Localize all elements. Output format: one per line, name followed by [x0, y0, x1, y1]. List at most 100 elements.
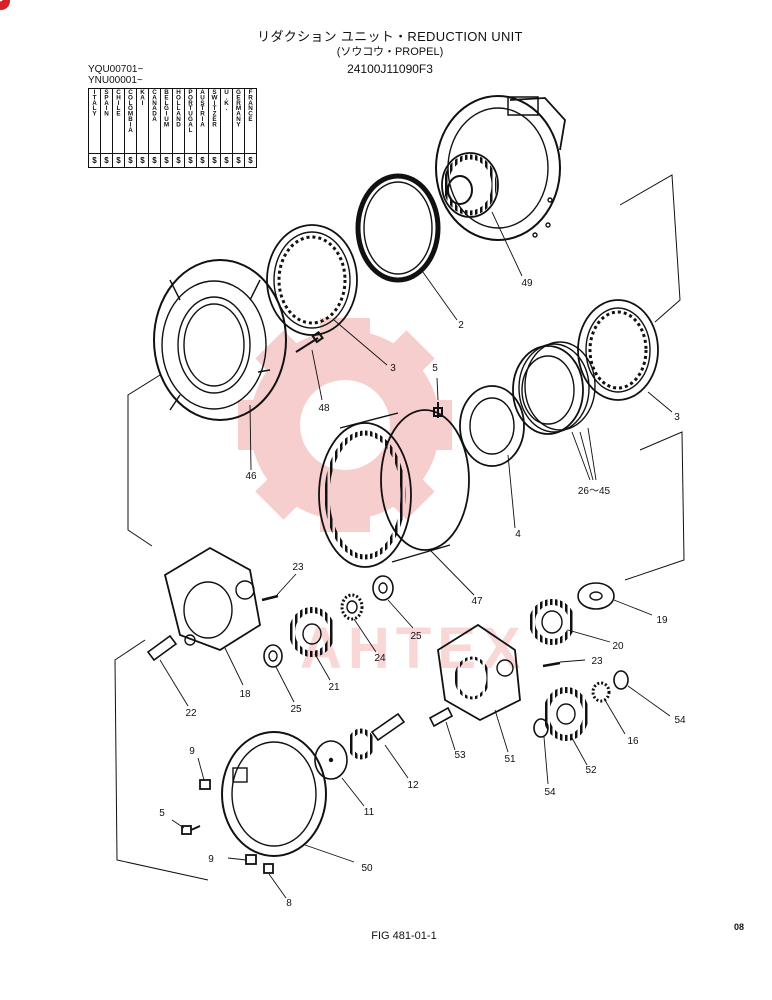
assembly-part-number: 24100J11090F3 [347, 62, 433, 76]
part-8-plug [263, 863, 274, 874]
part-4-thrust-plate [459, 385, 525, 467]
part-16-needle-bearing [591, 681, 611, 703]
callout-22: 22 [185, 708, 197, 719]
callout-47: 47 [471, 596, 483, 607]
badge-icon: ● [0, 0, 3, 4]
callout-46: 46 [245, 471, 257, 482]
part-11-thrust-plate [314, 740, 348, 780]
part-47-ring-gear [318, 409, 470, 568]
callout-23-right: 23 [591, 656, 603, 667]
callout-2: 2 [458, 320, 464, 331]
callout-11: 11 [364, 807, 375, 818]
country-name: GERMANY [235, 89, 242, 127]
callout-8: 8 [286, 898, 292, 909]
callout-20: 20 [612, 641, 624, 652]
country-name: AUSTRIA [199, 89, 206, 127]
country-name-row: ITALY SPAIN CHILE COLOMBIA KAI CANADA BE… [88, 88, 257, 154]
watermark-text: AHTEX [300, 616, 527, 681]
part-54-washer-upper [613, 670, 629, 690]
callout-23-left: 23 [292, 562, 304, 573]
callout-4: 4 [515, 529, 521, 540]
callout-26-45: 26～45 [578, 486, 611, 497]
callout-3-right: 3 [674, 412, 680, 423]
diagram-title: リダクション ユニット・REDUCTION UNIT [257, 29, 523, 44]
callout-48: 48 [318, 403, 330, 414]
callout-25-lower: 25 [290, 704, 302, 715]
part-25-washer-lower [263, 644, 283, 668]
country-name: FRANCE [247, 89, 254, 122]
callout-54-upper: 54 [674, 715, 686, 726]
country-applicability-table: ITALY SPAIN CHILE COLOMBIA KAI CANADA BE… [88, 88, 257, 168]
callout-12: 12 [407, 780, 419, 791]
callout-5-lower: 5 [159, 808, 165, 819]
part-20-planet-gear [529, 599, 575, 645]
part-54-washer-lower [533, 718, 549, 738]
country-mark: $ [124, 153, 137, 168]
part-21-planet-gear [289, 607, 335, 657]
callout-52: 52 [585, 765, 597, 776]
callout-54-lower: 54 [544, 787, 556, 798]
country-mark-row: $ $ $ $ $ $ $ $ $ $ $ $ $ $ [88, 153, 257, 168]
callout-19: 19 [656, 615, 668, 626]
country-mark: $ [244, 153, 257, 168]
part-3-bearing-left [266, 224, 358, 336]
part-12-sun-gear-shaft [347, 712, 406, 760]
country-name: SWITZER [211, 89, 218, 127]
callout-24: 24 [374, 653, 386, 664]
serial-range-2: YNU00001~ [88, 75, 143, 86]
corner-badge: ● [0, 0, 10, 10]
part-51-carrier [437, 623, 521, 722]
callout-16: 16 [627, 736, 639, 747]
country-mark: $ [184, 153, 197, 168]
country-name: BELGIUM [163, 89, 170, 127]
page-code: 08 [734, 922, 745, 932]
callout-3-left: 3 [390, 363, 396, 374]
part-9-plug-lower [245, 854, 257, 865]
country-name: KAI [139, 89, 146, 106]
part-22-pin [146, 634, 178, 662]
callout-9-upper: 9 [189, 746, 195, 757]
part-23-pin-right [542, 661, 561, 668]
country-name: CHILE [115, 89, 122, 117]
part-26-45-shim-set [512, 341, 596, 435]
part-53-planet-pin [428, 706, 454, 728]
part-2-floating-seal [355, 173, 441, 283]
part-9-plug-upper [199, 779, 211, 790]
country-name: HOLLAND [175, 89, 182, 127]
country-name: ITALY [91, 89, 98, 117]
part-52-planet-gear [543, 687, 589, 741]
leader-lines [159, 211, 673, 899]
callout-53: 53 [454, 750, 466, 761]
callout-25-upper: 25 [410, 631, 422, 642]
callout-18: 18 [239, 689, 251, 700]
part-24-needle-bearing [340, 593, 364, 621]
callout-5-upper: 5 [432, 363, 438, 374]
part-5-screw-lower [181, 825, 201, 835]
part-48-bolt [295, 330, 324, 353]
assembly-guide-lines [114, 174, 685, 881]
part-50-cover [221, 731, 327, 857]
callout-49: 49 [521, 278, 533, 289]
diagram-subtitle: (ソウコウ・PROPEL) [336, 46, 444, 58]
callout-21: 21 [328, 682, 340, 693]
country-name: COLOMBIA [127, 89, 134, 133]
part-23-pin-left [261, 594, 279, 602]
part-19-thrust-washer [577, 582, 615, 610]
watermark-gear-icon [238, 318, 452, 532]
part-25-washer-upper [372, 575, 394, 601]
callout-9-lower: 9 [208, 854, 214, 865]
country-name: CANADA [151, 89, 158, 122]
part-18-carrier [163, 546, 261, 651]
figure-reference: FIG 481-01-1 [371, 930, 437, 942]
callout-50: 50 [361, 863, 373, 874]
serial-range-1: YQU00701~ [88, 64, 144, 75]
part-46-hub [153, 259, 287, 421]
part-49-motor-housing [435, 95, 566, 241]
part-3-bearing-right [577, 299, 659, 401]
country-name: U.K. [223, 89, 230, 111]
country-name: SPAIN [103, 89, 110, 117]
country-name: PORTUGAL [187, 89, 194, 133]
callout-51: 51 [504, 754, 516, 765]
